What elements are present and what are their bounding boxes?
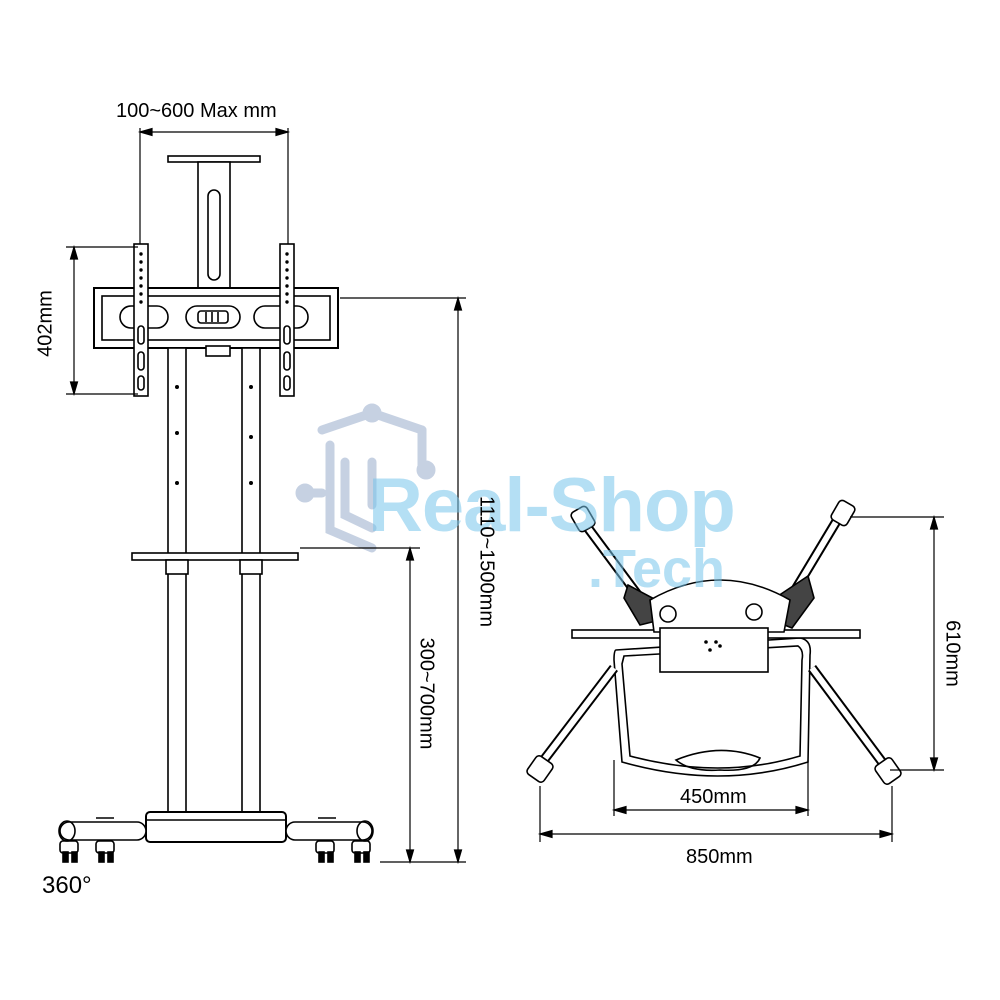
shelf (131, 552, 299, 575)
watermark-text-sub: .Tech (588, 539, 726, 599)
rotation-label: 360° (42, 872, 92, 899)
shelf-height-label: 300~700mm (415, 637, 438, 750)
support-columns (167, 347, 261, 813)
vesa-dimension-label: 100~600 Max mm (116, 100, 277, 122)
base (58, 811, 374, 843)
bracket-height-label: 402mm (34, 290, 57, 357)
total-height-dimension-line (340, 295, 466, 865)
depth-label: 610mm (941, 620, 964, 687)
watermark-logo-icon (295, 403, 436, 553)
vesa-arm-right (279, 243, 295, 397)
bracket-height-dimension-line (66, 244, 138, 397)
inner-width-label: 450mm (680, 786, 747, 808)
total-height-label: 1110~1500mm (475, 495, 498, 627)
outer-width-label: 850mm (686, 846, 753, 868)
top-view-drawing (526, 499, 902, 785)
shelf-height-dimension-line (300, 545, 420, 865)
vesa-dimension-line (137, 127, 291, 246)
depth-dimension-line (850, 514, 944, 773)
watermark-text-main: Real-Shop (368, 463, 736, 548)
outer-width-dimension-line (537, 786, 895, 842)
vesa-arm-left (133, 243, 149, 397)
inner-width-dimension-line (611, 760, 811, 816)
vesa-arm-holes (139, 252, 143, 304)
top-tray (167, 155, 261, 291)
mounting-plate (93, 287, 339, 357)
caster-wheel-icon (59, 840, 371, 863)
